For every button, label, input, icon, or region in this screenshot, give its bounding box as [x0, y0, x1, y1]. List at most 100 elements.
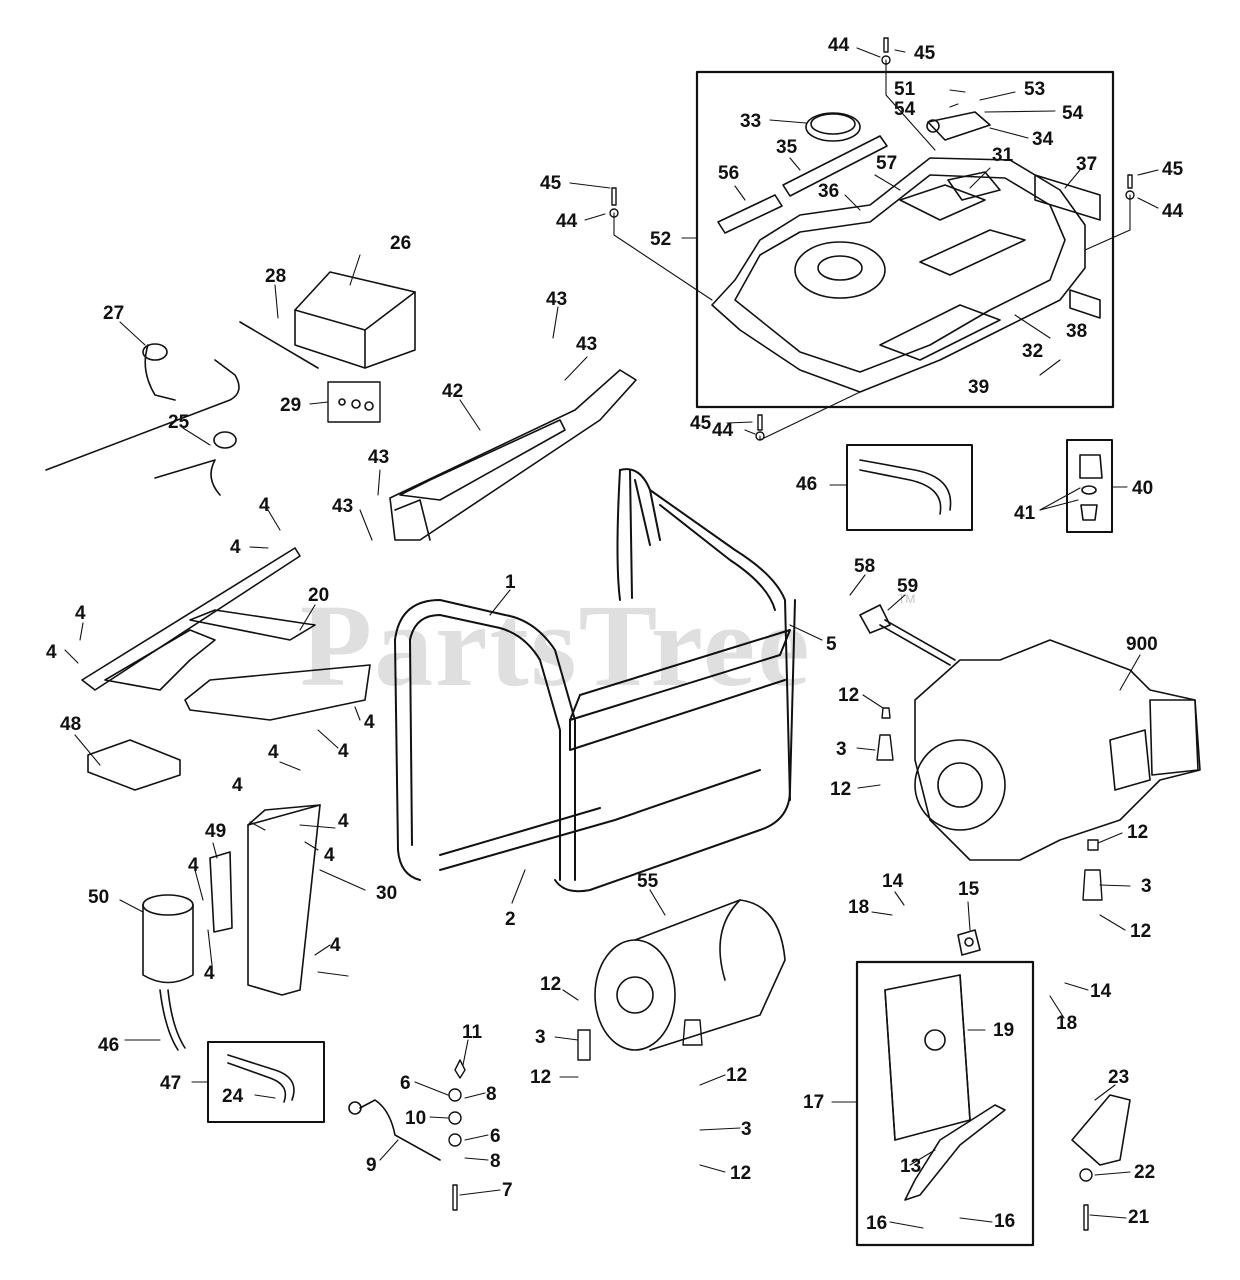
muffler-assembly[interactable]: [855, 960, 1035, 1247]
part-callout-c4g[interactable]: 4: [338, 741, 349, 762]
ground-wire[interactable]: [348, 1099, 441, 1161]
part-callout-c22[interactable]: 22: [1134, 1162, 1156, 1183]
part-callout-c21[interactable]: 21: [1128, 1207, 1150, 1228]
part-callout-c23[interactable]: 23: [1108, 1067, 1130, 1088]
part-callout-c46a[interactable]: 46: [796, 474, 818, 495]
fuel-hose-kit[interactable]: [846, 444, 973, 531]
part-callout-c38[interactable]: 38: [1066, 321, 1088, 342]
part-callout-c44c[interactable]: 44: [556, 211, 578, 232]
part-callout-c57[interactable]: 57: [876, 153, 898, 174]
part-callout-c41[interactable]: 41: [1014, 503, 1036, 524]
part-callout-c4c[interactable]: 4: [75, 603, 86, 624]
part-callout-c33[interactable]: 33: [740, 111, 762, 132]
part-callout-c4j[interactable]: 4: [324, 845, 335, 866]
part-callout-c40[interactable]: 40: [1132, 478, 1154, 499]
hardware-kit[interactable]: [327, 381, 381, 423]
part-callout-c45c[interactable]: 45: [540, 173, 562, 194]
hose-kit[interactable]: [207, 1041, 325, 1123]
part-callout-c6b[interactable]: 6: [490, 1126, 501, 1147]
wiring-harness[interactable]: [859, 604, 956, 666]
part-callout-c16b[interactable]: 16: [994, 1211, 1016, 1232]
part-callout-c12a[interactable]: 12: [838, 685, 860, 706]
part-callout-c4m[interactable]: 4: [330, 935, 341, 956]
part-callout-c4a[interactable]: 4: [259, 495, 270, 516]
part-callout-c43c[interactable]: 43: [368, 447, 390, 468]
carbon-canister[interactable]: [142, 894, 194, 984]
part-callout-c4h[interactable]: 4: [232, 775, 243, 796]
part-callout-c14b[interactable]: 14: [1090, 981, 1112, 1002]
muffler-gasket[interactable]: [957, 929, 981, 956]
battery[interactable]: [294, 271, 416, 369]
control-panel[interactable]: [389, 369, 637, 541]
part-callout-c7[interactable]: 7: [502, 1180, 513, 1201]
part-callout-c50[interactable]: 50: [88, 887, 110, 908]
part-callout-c39[interactable]: 39: [968, 377, 990, 398]
part-callout-c1[interactable]: 1: [505, 572, 516, 593]
part-callout-c11[interactable]: 11: [462, 1022, 483, 1043]
part-callout-c16a[interactable]: 16: [866, 1213, 888, 1234]
part-callout-c3b[interactable]: 3: [1141, 876, 1152, 897]
part-callout-c45a[interactable]: 45: [914, 43, 936, 64]
part-callout-c51[interactable]: 51: [894, 79, 916, 100]
part-callout-c43a[interactable]: 43: [546, 289, 568, 310]
part-callout-c12e[interactable]: 12: [540, 974, 562, 995]
part-callout-c12d[interactable]: 12: [1130, 921, 1152, 942]
part-callout-c18b[interactable]: 18: [1056, 1013, 1078, 1034]
part-callout-c4b[interactable]: 4: [230, 537, 241, 558]
part-callout-c12b[interactable]: 12: [830, 779, 852, 800]
part-callout-c900[interactable]: 900: [1126, 634, 1158, 655]
mounting-bracket[interactable]: [81, 547, 371, 721]
part-callout-c9[interactable]: 9: [366, 1155, 377, 1176]
part-callout-c53[interactable]: 53: [1024, 79, 1046, 100]
part-callout-c6a[interactable]: 6: [400, 1073, 411, 1094]
part-callout-c3a[interactable]: 3: [836, 739, 847, 760]
part-callout-c18a[interactable]: 18: [848, 897, 870, 918]
part-callout-c44b[interactable]: 44: [1162, 201, 1184, 222]
part-callout-c44d[interactable]: 44: [712, 420, 734, 441]
part-callout-c58[interactable]: 58: [854, 556, 876, 577]
part-callout-c12f[interactable]: 12: [530, 1067, 552, 1088]
part-callout-c4f[interactable]: 4: [268, 742, 279, 763]
part-callout-c4k[interactable]: 4: [188, 855, 199, 876]
frame[interactable]: [394, 468, 796, 893]
part-callout-c48[interactable]: 48: [60, 714, 82, 735]
part-callout-c43d[interactable]: 43: [332, 496, 354, 517]
part-callout-c4e[interactable]: 4: [364, 712, 375, 733]
part-callout-c4i[interactable]: 4: [338, 811, 349, 832]
part-callout-c29[interactable]: 29: [280, 395, 302, 416]
part-callout-c55[interactable]: 55: [637, 871, 659, 892]
part-callout-c2[interactable]: 2: [505, 909, 516, 930]
part-callout-c59[interactable]: 59: [897, 576, 919, 597]
part-callout-c10[interactable]: 10: [405, 1108, 427, 1129]
part-callout-c5[interactable]: 5: [826, 634, 837, 655]
part-callout-c15[interactable]: 15: [958, 879, 980, 900]
part-callout-c37[interactable]: 37: [1076, 154, 1098, 175]
part-callout-c30[interactable]: 30: [376, 883, 398, 904]
part-callout-c14a[interactable]: 14: [882, 871, 904, 892]
part-callout-c35[interactable]: 35: [776, 137, 798, 158]
part-callout-c28[interactable]: 28: [265, 266, 287, 287]
part-callout-c49[interactable]: 49: [205, 821, 227, 842]
muffler-bracket[interactable]: [1071, 1094, 1131, 1166]
canister-bracket[interactable]: [209, 851, 233, 933]
part-callout-c54b[interactable]: 54: [1062, 103, 1084, 124]
part-callout-c8b[interactable]: 8: [490, 1151, 501, 1172]
part-callout-c12h[interactable]: 12: [730, 1163, 752, 1184]
part-callout-c4d[interactable]: 4: [46, 642, 57, 663]
part-callout-c46b[interactable]: 46: [98, 1035, 120, 1056]
part-callout-c12c[interactable]: 12: [1127, 822, 1149, 843]
part-callout-c32[interactable]: 32: [1022, 341, 1044, 362]
part-callout-c20[interactable]: 20: [308, 585, 330, 606]
battery-cables[interactable]: [45, 321, 319, 496]
alternator[interactable]: [594, 899, 786, 1051]
part-callout-c56[interactable]: 56: [718, 163, 740, 184]
part-callout-c25[interactable]: 25: [168, 412, 190, 433]
fuel-cap[interactable]: [805, 112, 861, 142]
part-callout-c13[interactable]: 13: [900, 1156, 922, 1177]
part-callout-c17[interactable]: 17: [803, 1092, 825, 1113]
part-callout-c24[interactable]: 24: [222, 1086, 244, 1107]
fuel-valve-kit[interactable]: [1066, 439, 1113, 533]
part-callout-c43b[interactable]: 43: [576, 334, 598, 355]
part-callout-c4l[interactable]: 4: [204, 963, 215, 984]
side-panel[interactable]: [247, 804, 321, 996]
